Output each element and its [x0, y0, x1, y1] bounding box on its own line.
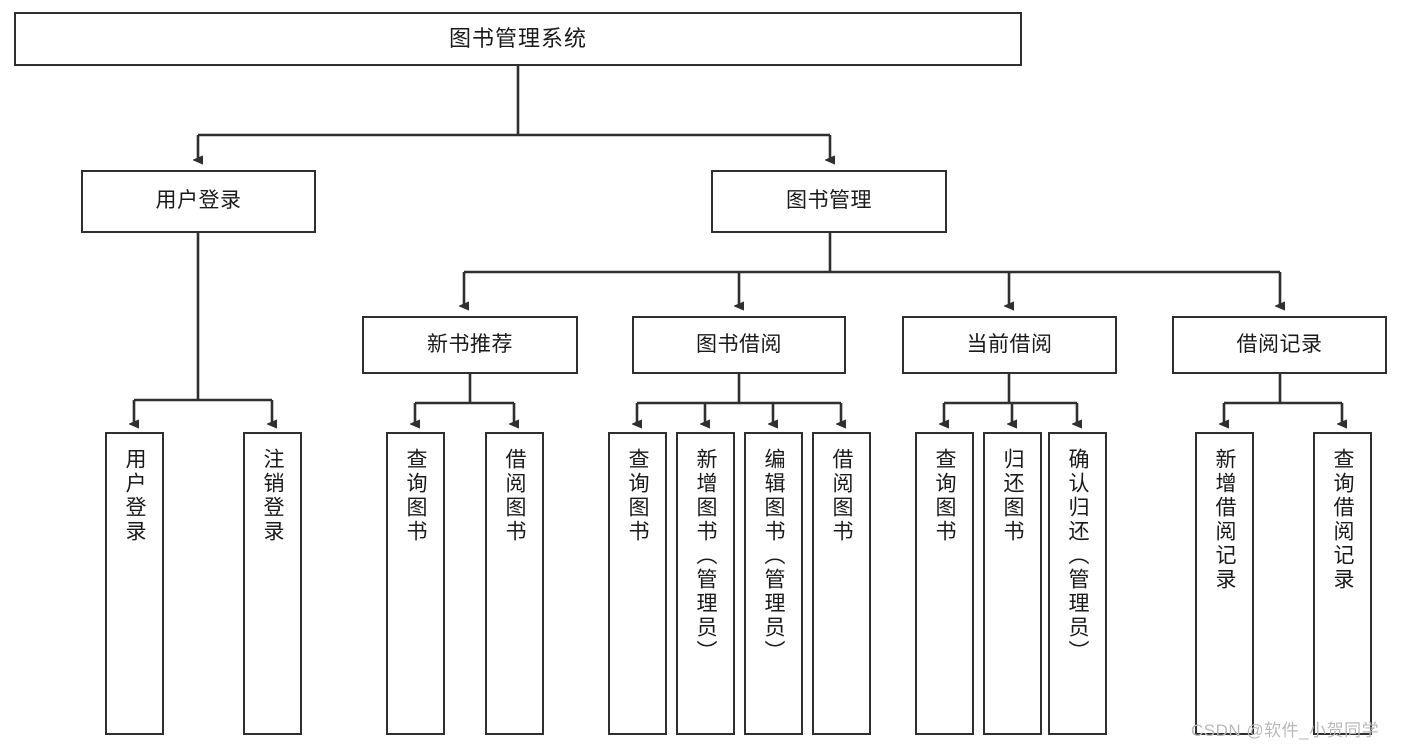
node-label: 确认归还（管理员） [1066, 448, 1089, 664]
node-root-book-management-system[interactable]: 图书管理系统 [14, 12, 1022, 66]
leaf-user-login-logout[interactable]: 注销登录 [243, 432, 302, 735]
leaf-borrow-record-add-record[interactable]: 新增借阅记录 [1195, 432, 1254, 735]
node-label: 归还图书 [1001, 448, 1024, 544]
leaf-borrow-record-query-record[interactable]: 查询借阅记录 [1313, 432, 1372, 735]
leaf-new-book-borrow-books[interactable]: 借阅图书 [485, 432, 544, 735]
node-label: 查询图书 [933, 448, 956, 544]
node-label: 新增图书（管理员） [694, 448, 717, 664]
node-label: 用户登录 [155, 189, 242, 213]
node-book-management[interactable]: 图书管理 [711, 170, 947, 233]
node-label: 借阅图书 [830, 448, 853, 544]
node-label: 查询图书 [404, 448, 427, 544]
node-label: 图书管理 [786, 189, 872, 213]
node-borrow-record[interactable]: 借阅记录 [1172, 316, 1387, 374]
node-label: 新增借阅记录 [1213, 448, 1236, 592]
node-label: 查询借阅记录 [1331, 448, 1354, 592]
node-book-borrow[interactable]: 图书借阅 [632, 316, 846, 374]
leaf-book-borrow-edit-book-admin[interactable]: 编辑图书（管理员） [744, 432, 803, 735]
node-label: 借阅记录 [1236, 332, 1323, 356]
node-label: 当前借阅 [966, 332, 1053, 356]
leaf-current-borrow-return-books[interactable]: 归还图书 [983, 432, 1042, 735]
node-user-login[interactable]: 用户登录 [81, 170, 316, 233]
leaf-book-borrow-query-books[interactable]: 查询图书 [608, 432, 667, 735]
leaf-book-borrow-borrow-books[interactable]: 借阅图书 [812, 432, 871, 735]
node-label: 图书借阅 [696, 332, 782, 356]
leaf-user-login-login[interactable]: 用户登录 [105, 432, 164, 735]
node-label: 借阅图书 [503, 448, 526, 544]
csdn-watermark: CSDN @软件_小贺同学 [1191, 721, 1380, 740]
node-new-book-recommend[interactable]: 新书推荐 [362, 316, 578, 374]
node-current-borrow[interactable]: 当前借阅 [902, 316, 1117, 374]
leaf-current-borrow-confirm-return-admin[interactable]: 确认归还（管理员） [1048, 432, 1107, 735]
node-label: 图书管理系统 [448, 26, 587, 52]
leaf-new-book-query-books[interactable]: 查询图书 [386, 432, 445, 735]
node-label: 用户登录 [123, 448, 146, 544]
node-label: 新书推荐 [427, 332, 513, 356]
leaf-current-borrow-query-books[interactable]: 查询图书 [915, 432, 974, 735]
node-label: 注销登录 [261, 448, 284, 544]
node-label: 查询图书 [626, 448, 649, 544]
leaf-book-borrow-add-book-admin[interactable]: 新增图书（管理员） [676, 432, 735, 735]
node-label: 编辑图书（管理员） [762, 448, 785, 664]
